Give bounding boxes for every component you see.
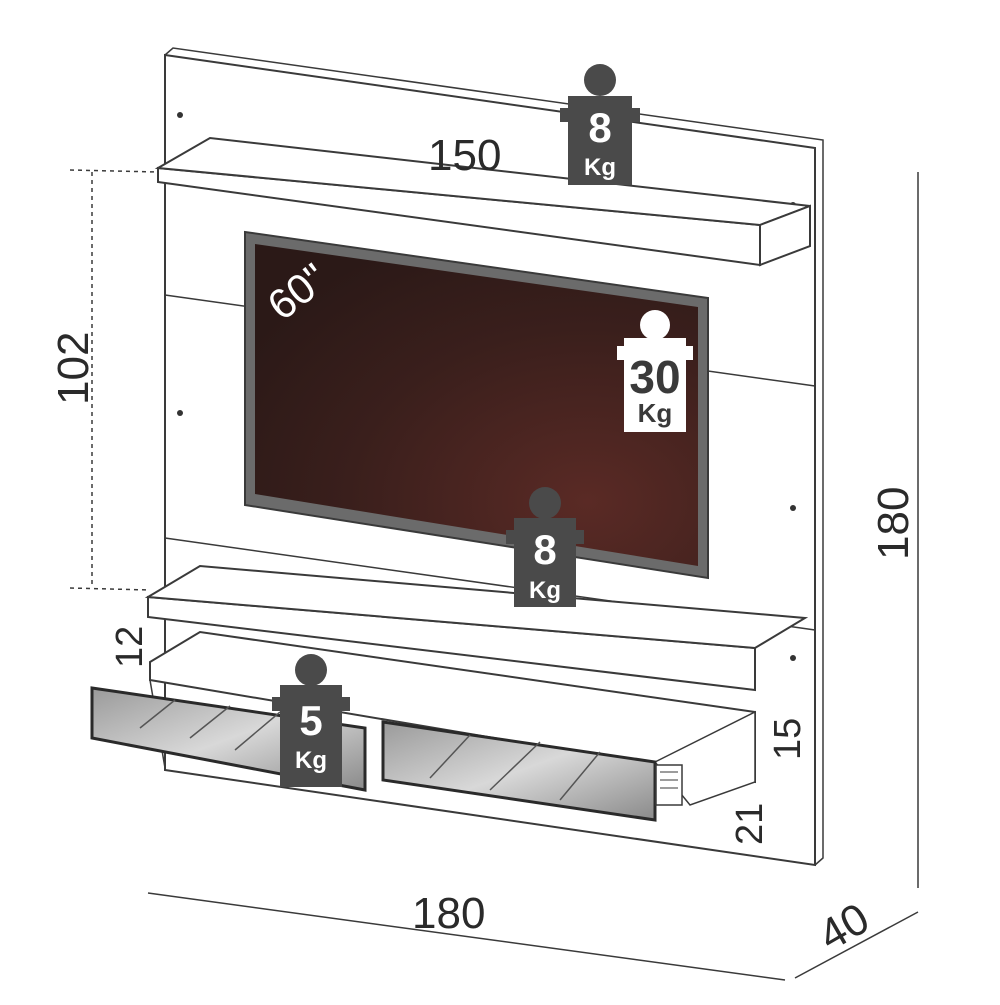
dimension-180-height: 180 — [869, 172, 919, 888]
dimension-40: 40 — [794, 894, 919, 979]
load-tag-tv: 30 Kg — [617, 310, 693, 432]
dim-label-40: 40 — [811, 894, 878, 961]
right-drawer — [381, 720, 683, 822]
tv: 60" — [244, 230, 709, 580]
dimension-102: 102 — [49, 169, 159, 591]
load-tag-top-shelf: 8 Kg — [560, 64, 640, 185]
dim-label-180-width: 180 — [412, 889, 485, 938]
dimension-180-width: 180 — [147, 889, 786, 981]
load-unit-top-shelf: Kg — [584, 154, 616, 181]
load-unit-drawers: Kg — [295, 747, 327, 774]
load-value-tv: 30 — [629, 351, 680, 403]
rack-shelf — [144, 564, 809, 692]
dim-label-12: 12 — [109, 626, 151, 668]
load-value-rack: 8 — [533, 526, 556, 573]
load-unit-rack: Kg — [529, 577, 561, 604]
dim-label-102: 102 — [49, 332, 98, 405]
dim-label-150: 150 — [428, 131, 501, 180]
dim-label-21: 21 — [729, 803, 771, 845]
dim-label-15: 15 — [767, 718, 809, 760]
load-unit-tv: Kg — [638, 398, 673, 428]
top-shelf — [154, 136, 811, 267]
load-tag-rack: 8 Kg — [506, 487, 584, 607]
load-value-drawers: 5 — [299, 697, 322, 744]
load-tag-drawers: 5 Kg — [272, 654, 350, 787]
dim-label-180-height: 180 — [869, 487, 918, 560]
load-value-top-shelf: 8 — [588, 104, 611, 151]
